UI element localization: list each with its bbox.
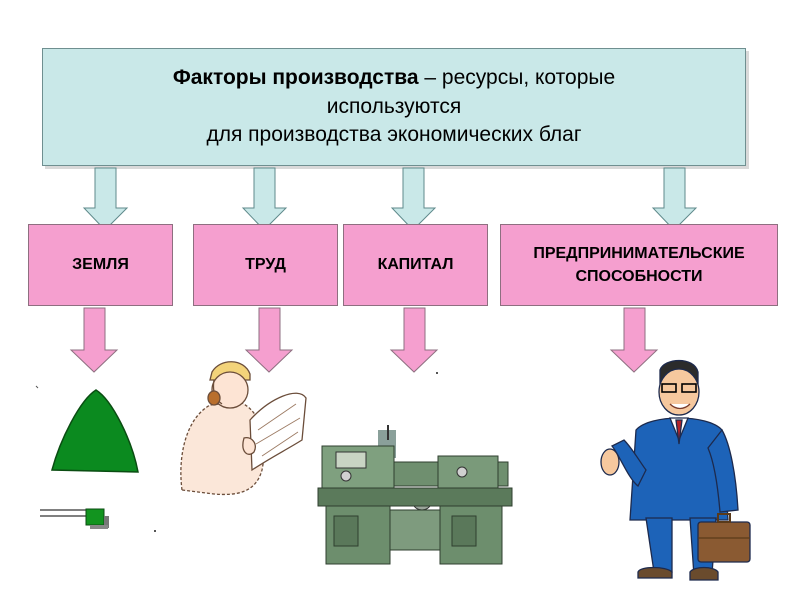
- definition-term: Факторы производства: [172, 65, 419, 89]
- factor-entrepreneurship-label-2: СПОСОБНОСТИ: [575, 268, 703, 285]
- land-tree-icon: [35, 385, 139, 529]
- arrow-capital-down: [389, 307, 439, 373]
- businessman-with-briefcase: [600, 359, 751, 581]
- arrow-labor-down: [244, 307, 294, 373]
- arrow-entrepreneurship-down: [609, 307, 659, 373]
- factor-entrepreneurship-label-1: ПРЕДПРИНИМАТЕЛЬСКИЕ: [533, 244, 745, 262]
- factor-entrepreneurship: ПРЕДПРИНИМАТЕЛЬСКИЕ СПОСОБНОСТИ: [500, 224, 778, 306]
- arrow-to-entrepreneurship: [651, 167, 698, 231]
- factor-labor: ТРУД: [193, 224, 338, 306]
- arrow-to-capital: [390, 167, 437, 231]
- lathe-machine: [317, 425, 513, 565]
- factor-capital-label: КАПИТАЛ: [377, 256, 454, 274]
- definition-rest: – ресурсы, которые: [418, 65, 616, 89]
- decorative-specks: [154, 372, 438, 532]
- factor-land-label: ЗЕМЛЯ: [72, 256, 129, 274]
- worker-with-drawings: [180, 361, 307, 496]
- definition-box: Факторы производства – ресурсы, которые …: [42, 48, 746, 166]
- factor-labor-label: ТРУД: [245, 256, 286, 274]
- definition-line-3: для производства экономических благ: [206, 123, 582, 147]
- definition-line-2: используются: [326, 94, 462, 118]
- arrow-to-land: [82, 167, 129, 231]
- arrow-land-down: [69, 307, 119, 373]
- definition-line-1: Факторы производства – ресурсы, которые: [173, 64, 615, 93]
- factor-land: ЗЕМЛЯ: [28, 224, 173, 306]
- factor-capital: КАПИТАЛ: [343, 224, 488, 306]
- arrow-to-labor: [241, 167, 288, 231]
